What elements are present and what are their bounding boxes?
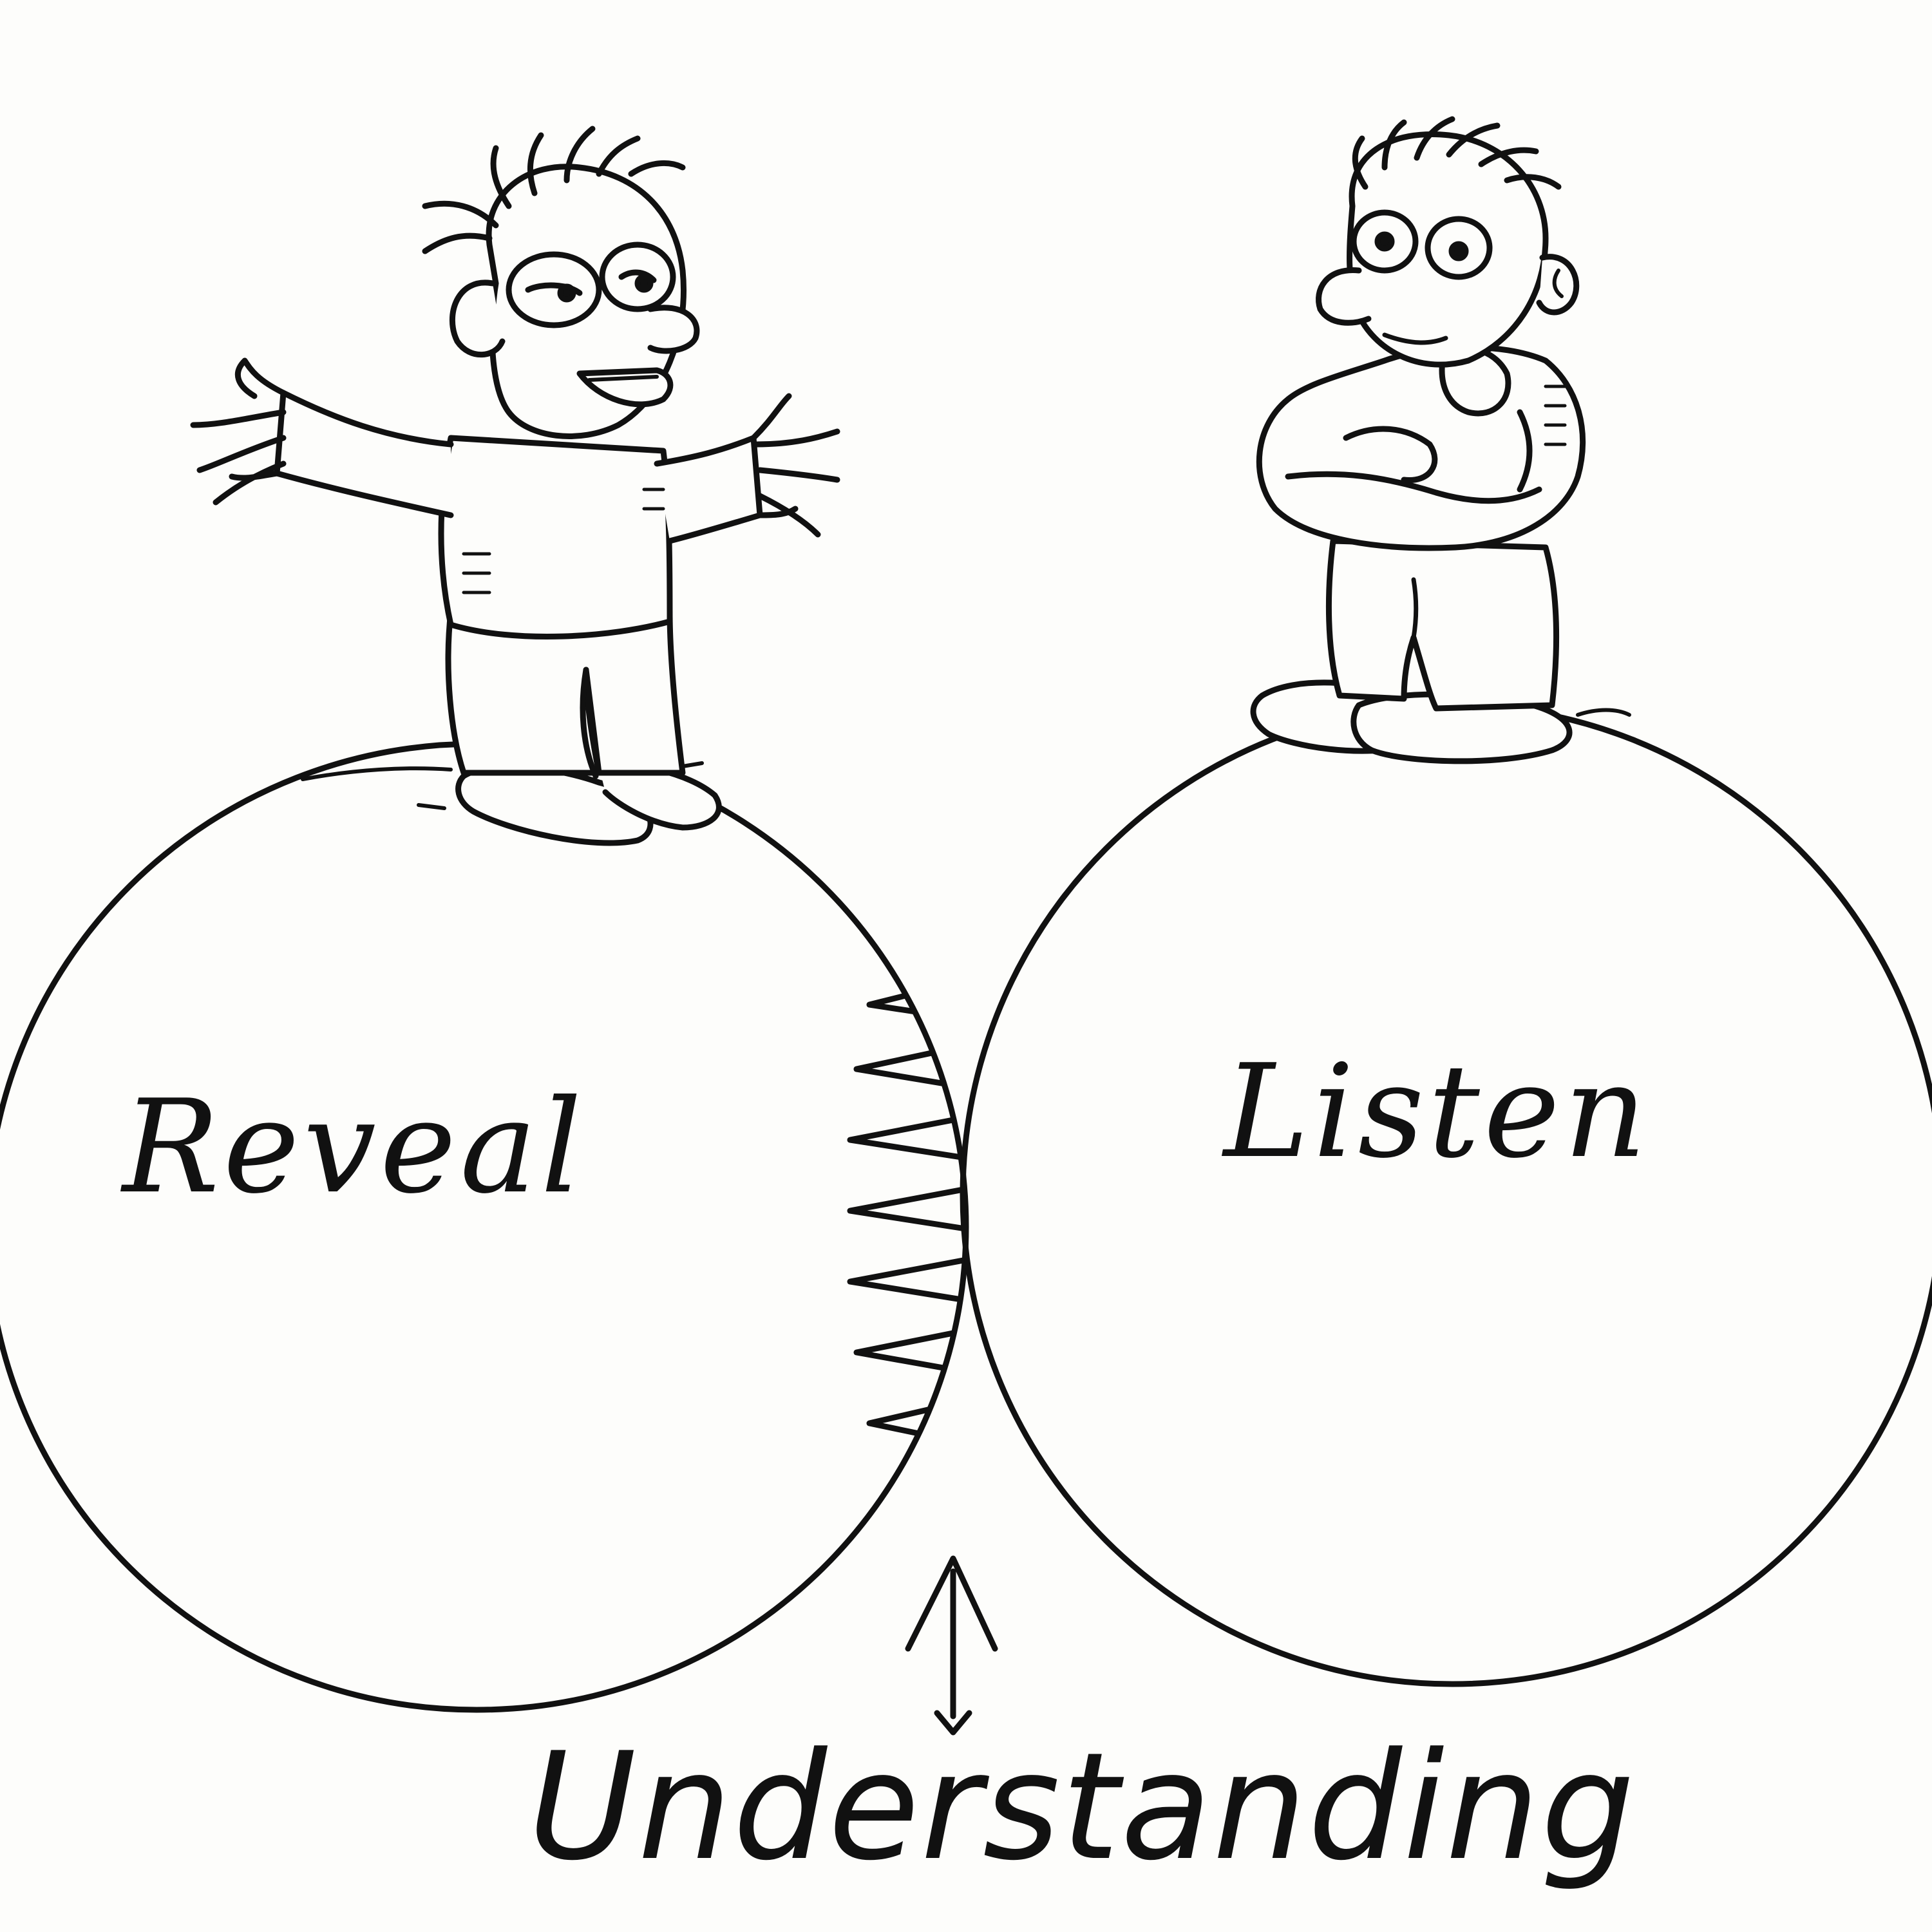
listen-label: Listen: [1221, 1037, 1651, 1187]
intersection-shading: [847, 744, 966, 1684]
reveal-label: Reveal: [120, 1072, 586, 1222]
listening-person-figure: [1250, 116, 1631, 764]
revealing-person-figure: [190, 126, 840, 846]
understanding-label: Understanding: [528, 1721, 1636, 1893]
understanding-arrow: [905, 1555, 998, 1736]
left-circle: [0, 741, 969, 1713]
right-circle: [960, 702, 1932, 1687]
